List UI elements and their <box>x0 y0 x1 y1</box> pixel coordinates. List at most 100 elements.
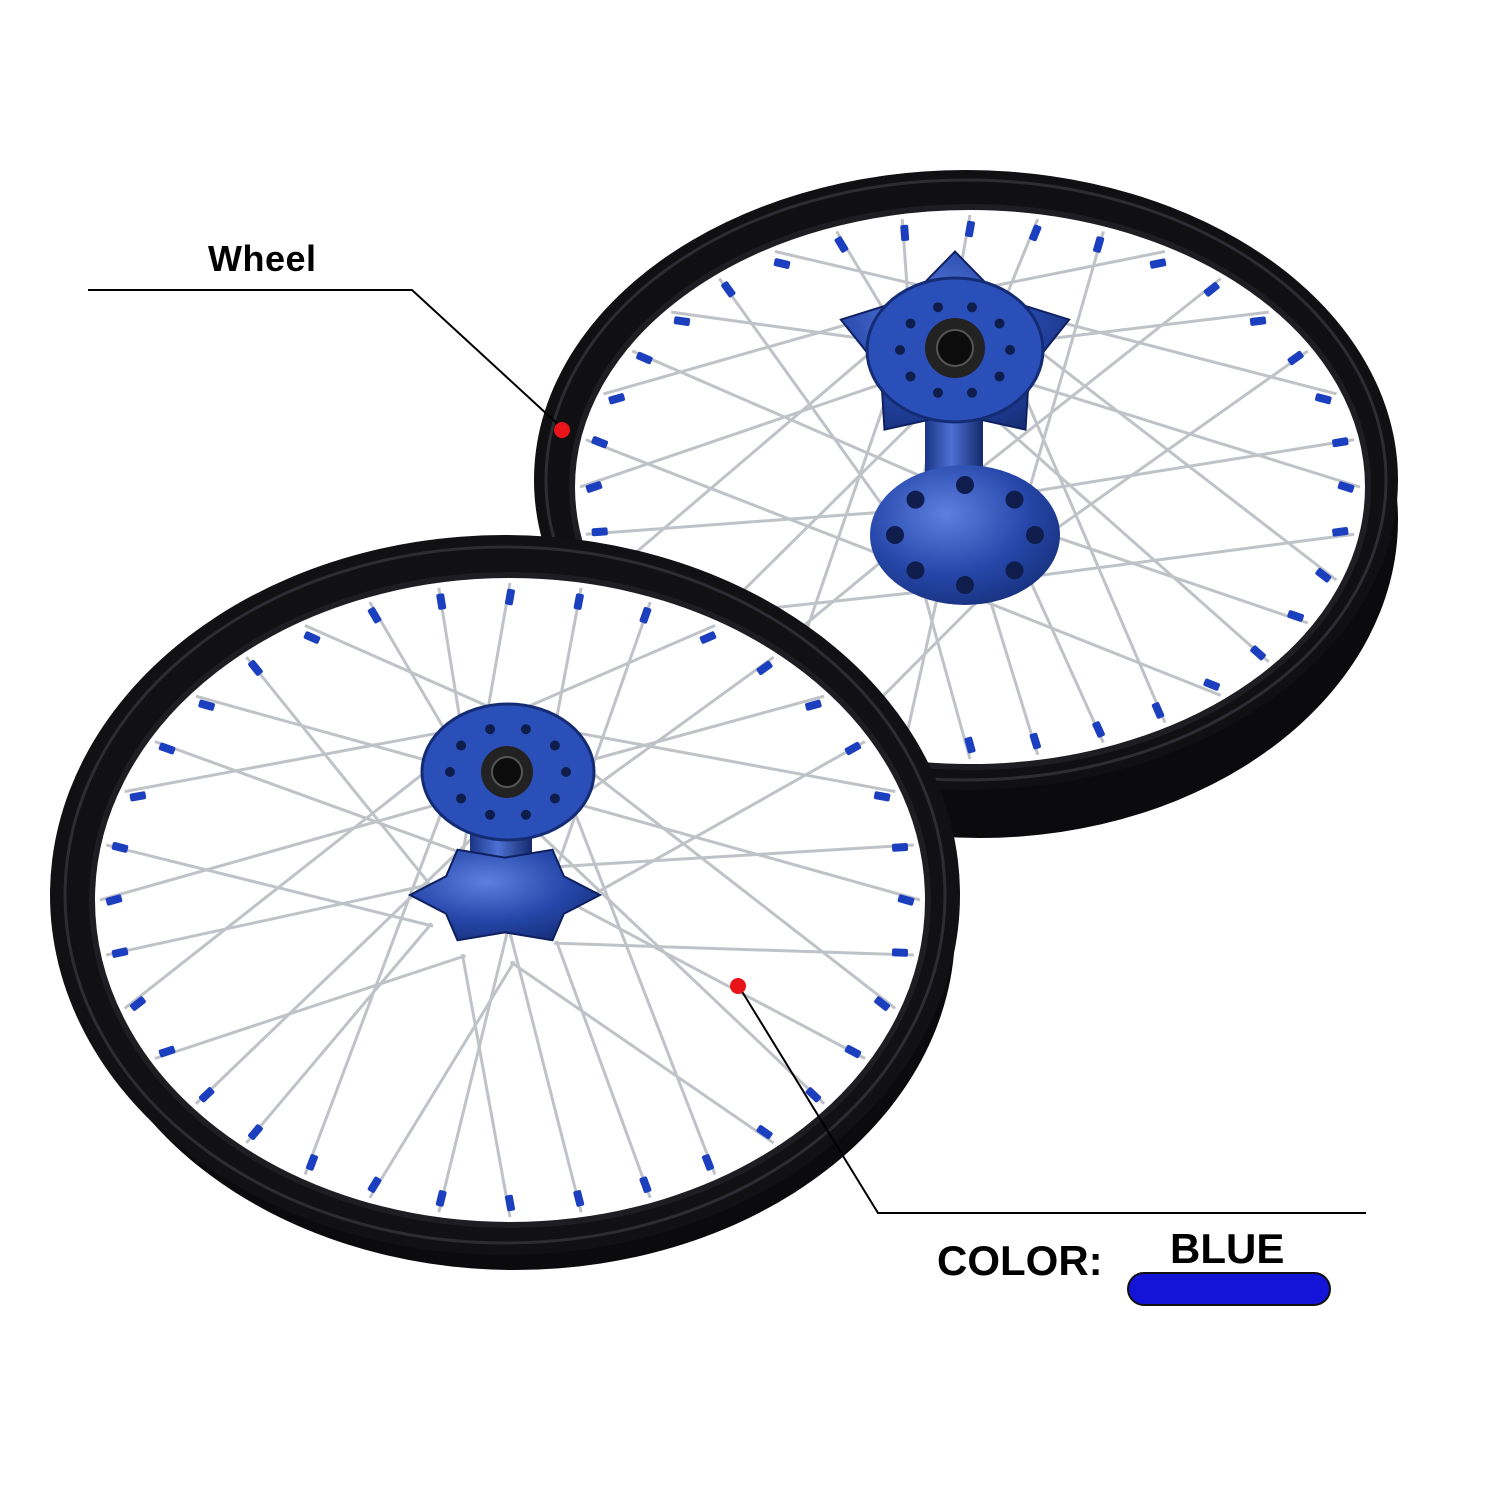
spoke-nipple <box>1332 527 1349 537</box>
spoke <box>437 587 464 731</box>
hub-hole <box>456 740 467 751</box>
spoke-nipple <box>964 736 976 754</box>
spoke <box>304 624 511 718</box>
spoke-nipple <box>129 791 147 802</box>
spoke-nipple <box>367 1176 382 1193</box>
spoke <box>509 960 775 1145</box>
spoke-nipple <box>248 1124 263 1140</box>
hub-hole <box>1026 526 1044 544</box>
spoke-nipple <box>111 947 129 958</box>
rear-valve-hole <box>994 233 1002 241</box>
hub-hole <box>1005 490 1024 509</box>
spoke-nipple <box>805 1087 822 1103</box>
hub-hole <box>561 767 571 777</box>
color-callout-label: COLOR: <box>937 1237 1103 1284</box>
spoke-nipple <box>306 1154 318 1171</box>
spoke-nipple <box>1250 645 1266 661</box>
hub-hole <box>886 526 904 544</box>
spoke-nipple <box>367 607 382 624</box>
hub-hole <box>956 476 974 494</box>
spoke <box>576 694 825 766</box>
spoke <box>245 656 433 888</box>
spoke-nipple <box>105 894 123 906</box>
spoke-nipple <box>1332 437 1349 448</box>
spoke-nipple <box>756 660 773 676</box>
spoke-nipple <box>1203 678 1221 691</box>
hub-hole <box>906 561 925 580</box>
spoke <box>245 922 433 1144</box>
hub-hole <box>485 809 496 820</box>
spoke <box>551 726 896 794</box>
spoke-nipple <box>897 894 915 906</box>
spoke <box>554 940 652 1199</box>
rear-bearing-inner <box>936 329 974 367</box>
rear-rim-face <box>544 178 1388 782</box>
spoke <box>975 277 1222 473</box>
spoke <box>575 759 897 1010</box>
spoke <box>368 960 516 1199</box>
spoke-nipple <box>1315 567 1332 583</box>
color-swatch <box>1127 1272 1331 1306</box>
spoke-nipple <box>844 741 862 756</box>
spoke <box>99 799 449 902</box>
hub-hole <box>1005 561 1024 580</box>
spoke <box>105 882 434 957</box>
spoke <box>671 310 886 344</box>
spoke-nipple <box>834 236 849 253</box>
hub-hole <box>456 793 467 804</box>
front-bearing-inner <box>491 756 523 788</box>
spoke-nipple <box>573 593 584 610</box>
spoke-nipple <box>1029 224 1042 242</box>
spoke <box>123 759 441 1010</box>
spoke-nipple <box>1249 316 1267 326</box>
spoke <box>1026 574 1105 744</box>
hub-hole <box>966 387 977 398</box>
spoke-nipple <box>844 1044 862 1059</box>
hub-hole <box>905 371 916 382</box>
spoke <box>105 843 434 928</box>
hub-hole <box>445 767 455 777</box>
front-disc-carrier <box>407 848 603 942</box>
spoke <box>154 740 467 856</box>
hub-hole <box>549 793 560 804</box>
spoke-nipple <box>158 1045 176 1058</box>
hub-hole <box>520 809 531 820</box>
spoke-nipple <box>198 1087 215 1103</box>
spoke <box>585 510 891 536</box>
spoke-nipple <box>608 393 625 405</box>
spoke <box>1024 310 1269 344</box>
front-spoke-nipples <box>105 588 915 1212</box>
spoke <box>1015 376 1167 724</box>
spoke-nipple <box>573 1190 585 1207</box>
spoke-nipple <box>303 631 321 644</box>
spoke-nipple <box>891 843 909 852</box>
front-hub <box>407 702 603 942</box>
spoke <box>194 824 487 1105</box>
spoke-nipple <box>1315 393 1332 405</box>
spoke <box>571 740 866 908</box>
spoke <box>718 277 891 516</box>
spoke-nipple <box>436 593 447 610</box>
spoke-nipple <box>129 996 146 1011</box>
spoke <box>195 694 440 766</box>
hub-hole <box>994 318 1005 329</box>
spoke <box>579 377 896 489</box>
spoke-nipple <box>805 699 822 711</box>
spoke <box>529 824 826 1105</box>
spoke-nipple <box>756 1125 773 1140</box>
spoke <box>567 799 921 902</box>
spoke-nipple <box>1151 702 1165 719</box>
spoke-nipple <box>964 220 976 238</box>
front-wheel <box>50 535 960 1270</box>
spoke-nipple <box>639 606 652 624</box>
spoke-nipple <box>504 1194 516 1212</box>
spoke-nipple <box>701 1154 715 1171</box>
spoke-nipple <box>1203 282 1220 297</box>
hub-hole <box>933 387 944 398</box>
spoke <box>124 726 465 794</box>
hub-hole <box>933 302 944 313</box>
hub-hole <box>895 345 905 355</box>
spoke-nipple <box>900 224 910 242</box>
spoke <box>568 798 717 1176</box>
